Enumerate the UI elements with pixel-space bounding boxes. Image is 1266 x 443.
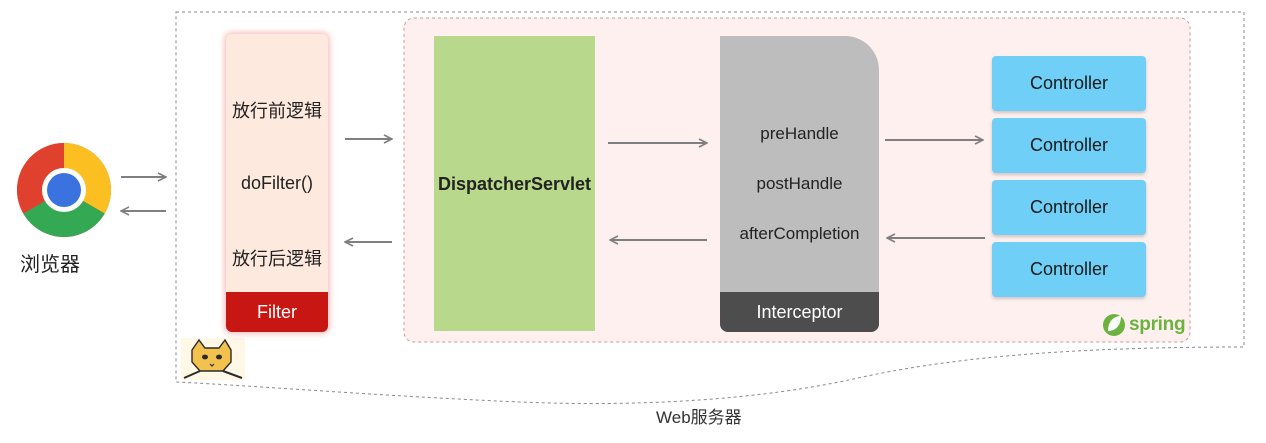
controller-box: Controller [992, 56, 1146, 111]
interceptor-prehandle: preHandle [760, 124, 839, 143]
controller-box: Controller [992, 180, 1146, 235]
tomcat-cat-icon [181, 338, 245, 380]
interceptor-box [720, 36, 879, 332]
chrome-icon [17, 143, 111, 237]
spring-leaf-icon [1103, 314, 1125, 336]
dispatcher-servlet-label: DispatcherServlet [437, 174, 592, 194]
web-server-container [175, 11, 1245, 405]
dispatcher-servlet-box [434, 36, 595, 331]
filter-dofilter: doFilter() [240, 173, 313, 193]
controller-box: Controller [992, 118, 1146, 173]
interceptor-aftercompletion: afterCompletion [739, 224, 860, 243]
filter-tag: Filter [226, 292, 328, 332]
filter-after-logic: 放行后逻辑 [232, 249, 322, 269]
filter-before-logic: 放行前逻辑 [232, 101, 322, 121]
spring-label: spring [1129, 314, 1186, 335]
filter-box [226, 34, 328, 332]
controller-box: Controller [992, 242, 1146, 297]
interceptor-posthandle: postHandle [756, 174, 843, 193]
interceptor-tag: Interceptor [720, 292, 879, 332]
web-server-label: Web服务器 [656, 408, 742, 427]
browser-label: 浏览器 [20, 254, 80, 276]
